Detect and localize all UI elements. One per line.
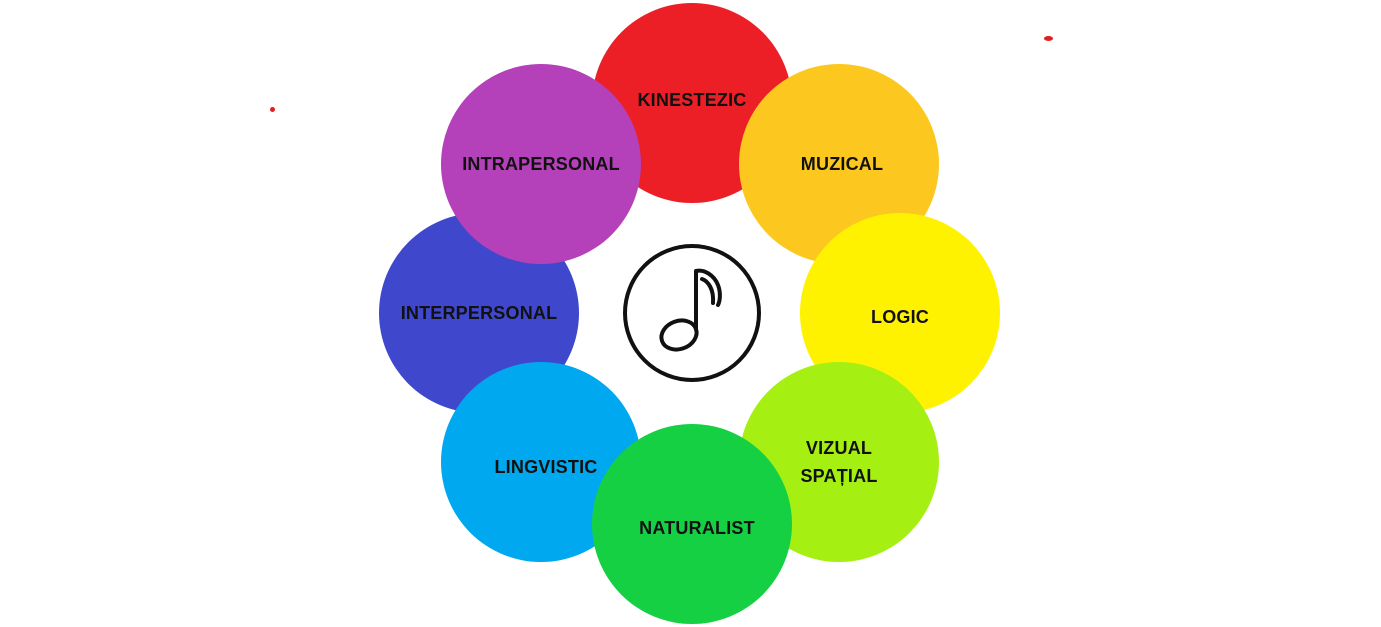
petal-label-logic: LOGIC bbox=[871, 306, 929, 327]
music-note-icon bbox=[622, 243, 762, 383]
petal-label-vizual: VIZUAL bbox=[805, 438, 873, 458]
petal-label-kinestezic: KINESTEZIC bbox=[637, 90, 747, 110]
petal-lingvistic: LINGVISTIC bbox=[441, 362, 641, 562]
petal-label-intrapersonal: INTRAPERSONAL bbox=[462, 154, 620, 174]
petal-label-spatial: SPAȚIAL bbox=[800, 466, 878, 486]
petal-label-muzical: MUZICAL bbox=[800, 154, 884, 174]
petal-naturalist: NATURALIST bbox=[592, 424, 792, 624]
petal-intrapersonal: INTRAPERSONAL bbox=[441, 64, 641, 264]
stray-dot-left bbox=[270, 107, 275, 112]
stray-dot-right bbox=[1044, 36, 1053, 41]
petal-label-naturalist: NATURALIST bbox=[639, 518, 755, 538]
petal-label-lingvistic: LINGVISTIC bbox=[494, 457, 598, 477]
petal-label-interpersonal: INTERPERSONAL bbox=[400, 303, 558, 323]
